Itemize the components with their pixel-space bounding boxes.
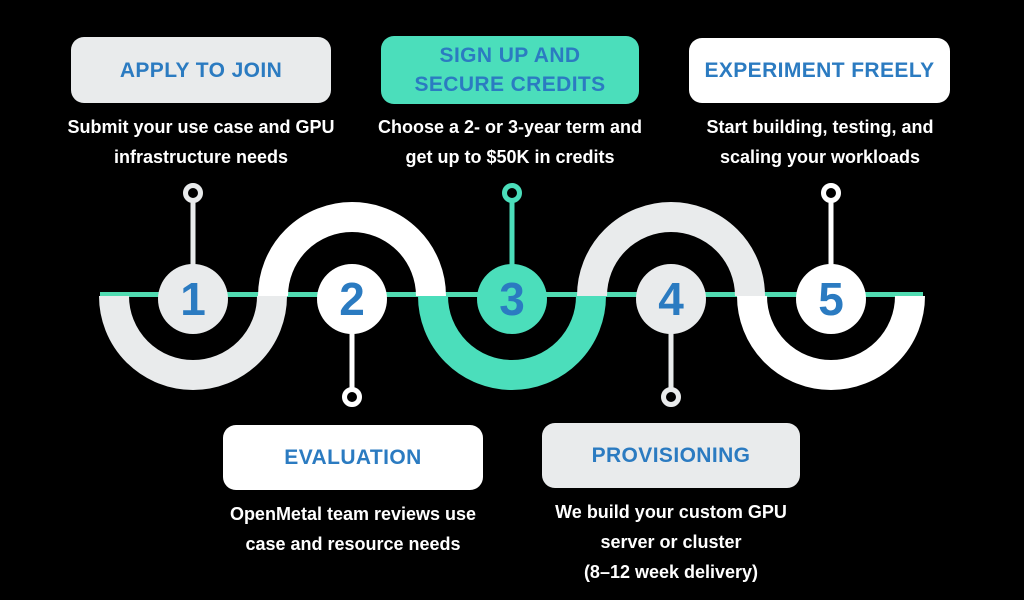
step-1-node-ring: [183, 183, 203, 203]
wave-arc-2: [258, 202, 446, 297]
step-4-number: 4: [658, 273, 684, 325]
step-5-circle: [796, 264, 866, 334]
step-5-node-ring: [821, 183, 841, 203]
step-1-description: Submit your use case and GPU infrastruct…: [67, 117, 335, 167]
step-2-node-ring: [342, 387, 362, 407]
wave-arc-3-highlighted: [418, 295, 606, 390]
step-3-circle: [477, 264, 547, 334]
step-5-stem: [828, 202, 834, 266]
step-5-number: 5: [818, 273, 844, 325]
step-3-card: SIGN UP AND SECURE CREDITS: [381, 36, 639, 104]
wave-arc-4: [577, 202, 765, 297]
step-1-card: APPLY TO JOIN: [71, 37, 331, 103]
step-3-stem: [509, 202, 515, 266]
wave-arc-5: [737, 295, 925, 390]
step-3-title-line-1: SIGN UP AND: [439, 44, 581, 67]
step-5-card: EXPERIMENT FREELY: [689, 38, 950, 103]
step-3-number: 3: [499, 273, 525, 325]
step-5-description: Start building, testing, and scaling you…: [706, 117, 934, 167]
step-4-card: PROVISIONING: [542, 423, 800, 488]
step-4-title: PROVISIONING: [591, 444, 751, 467]
step-4-description: We build your custom GPU server or clust…: [555, 502, 787, 582]
step-2-card: EVALUATION: [223, 425, 483, 490]
step-5-title: EXPERIMENT FREELY: [704, 59, 935, 82]
step-3-description: Choose a 2- or 3-year term and get up to…: [377, 117, 643, 167]
step-2-title: EVALUATION: [284, 446, 422, 469]
step-1-circle: [158, 264, 228, 334]
step-2-stem: [349, 332, 355, 388]
step-1-number: 1: [180, 273, 206, 325]
step-2-circle: [317, 264, 387, 334]
step-2-number: 2: [339, 273, 365, 325]
step-4-node-ring: [661, 387, 681, 407]
step-1-title: APPLY TO JOIN: [119, 58, 283, 82]
step-3-node-ring: [502, 183, 522, 203]
step-4-circle: [636, 264, 706, 334]
step-2-description: OpenMetal team reviews use case and reso…: [229, 504, 477, 554]
step-1-stem: [190, 202, 196, 266]
step-3-title-line-2: SECURE CREDITS: [414, 73, 606, 96]
step-4-stem: [668, 332, 674, 388]
wave-arc-1: [99, 295, 287, 390]
